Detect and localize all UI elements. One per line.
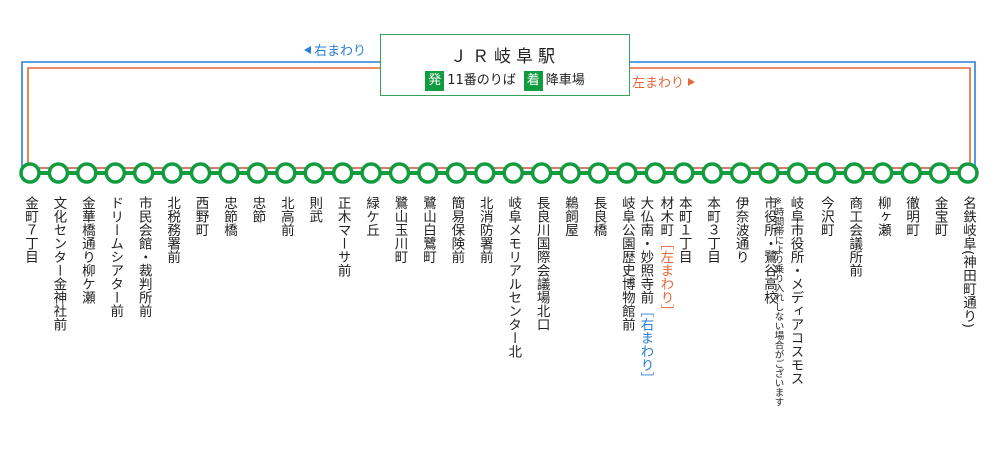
stop-circle bbox=[76, 162, 98, 184]
stop-name: 長良川国際会議場北口 bbox=[533, 196, 550, 331]
depart-text: 11番のりば bbox=[447, 73, 516, 88]
stop-circle bbox=[445, 162, 468, 184]
stop-circle bbox=[815, 162, 837, 184]
stop-circle bbox=[47, 162, 70, 184]
stop-circle bbox=[871, 162, 894, 184]
arrow-left-icon bbox=[304, 45, 311, 54]
stop-name: 金華橋通り柳ケ瀬 bbox=[78, 196, 95, 304]
stop-circle bbox=[474, 162, 496, 184]
stop-name: 文化センター金神社前 bbox=[50, 196, 67, 331]
terminal-title: ＪＲ岐阜駅 bbox=[450, 47, 560, 67]
stop-name: 本町３丁目 bbox=[704, 196, 721, 264]
stop-circle bbox=[616, 162, 638, 184]
depart-badge: 発 bbox=[425, 71, 445, 91]
stop-circle bbox=[701, 162, 723, 184]
stop-circle bbox=[104, 162, 127, 184]
stop-circle bbox=[502, 162, 524, 184]
stop-circle bbox=[246, 162, 269, 184]
stop-name: 徹明町 bbox=[903, 196, 920, 237]
counterclockwise-label: 左まわり bbox=[632, 72, 696, 91]
counterclockwise-text: 左まわり bbox=[632, 76, 685, 91]
stop-circle bbox=[559, 162, 581, 184]
stop-circle bbox=[132, 162, 155, 184]
stop-name: 北消防署前 bbox=[476, 196, 493, 264]
clockwise-tag: ［右まわり］ bbox=[637, 304, 654, 385]
arrive-badge: 着 bbox=[523, 71, 543, 91]
stop-name: 正木マーサ前 bbox=[334, 196, 351, 277]
stop-name: 商工会議所前 bbox=[846, 196, 863, 277]
stop-name: ドリームシアター前 bbox=[107, 196, 124, 318]
stop-name: 鷺山玉川町 bbox=[391, 196, 408, 264]
stop-circle bbox=[928, 162, 951, 184]
stop-name: 岐阜メモリアルセンター北 bbox=[505, 196, 522, 358]
stop-name: 金宝町 bbox=[931, 196, 948, 237]
stop-name: 本町１丁目 bbox=[675, 196, 692, 264]
arrival-info: 着降車場 bbox=[523, 69, 585, 91]
stop-circle bbox=[786, 162, 809, 184]
stop-circle bbox=[758, 162, 780, 184]
stop-circle bbox=[673, 162, 695, 184]
stop-circle bbox=[417, 162, 439, 184]
stop-circle bbox=[19, 162, 41, 184]
stop-name: 北税務署前 bbox=[164, 196, 181, 264]
stop-circle bbox=[360, 162, 382, 184]
stop-name: 岐阜市役所・メディアコスモス bbox=[787, 196, 804, 385]
stop-name: 今沢町 bbox=[817, 196, 834, 237]
stop-note: ※時間帯により乗り入れしない場合がございます bbox=[772, 196, 784, 407]
stop-name-alt: 大仏南・妙照寺前［右まわり］ bbox=[637, 196, 654, 385]
arrow-right-icon bbox=[688, 77, 696, 86]
stop-name: 市役所・鷺谷高校 bbox=[761, 196, 778, 304]
stop-circle bbox=[303, 162, 325, 184]
stop-name: 長良橋 bbox=[590, 196, 607, 237]
stop-name: 則武 bbox=[306, 196, 323, 223]
stop-name: 北高前 bbox=[277, 196, 294, 237]
stop-name: 鷺山白鷺町 bbox=[419, 196, 436, 264]
stop-circle bbox=[900, 162, 922, 184]
counterclockwise-route-line bbox=[27, 67, 971, 169]
stop-name: 西野町 bbox=[192, 196, 209, 237]
stop-name: 鵜飼屋 bbox=[562, 196, 579, 237]
stop-circle bbox=[957, 162, 979, 184]
stop-name: 忠節橋 bbox=[220, 196, 237, 237]
stop-name: 名鉄岐阜(神田町通り) bbox=[960, 196, 976, 329]
stop-circles bbox=[19, 162, 979, 184]
stop-circle bbox=[218, 162, 240, 184]
stop-circle bbox=[161, 162, 183, 184]
stop-name: 簡易保険前 bbox=[448, 196, 465, 264]
stop-circle bbox=[587, 162, 610, 184]
stop-circle bbox=[530, 162, 553, 184]
stop-circle bbox=[843, 162, 866, 184]
stop-circle bbox=[275, 162, 297, 184]
stop-circle bbox=[729, 162, 752, 184]
stop-circle bbox=[189, 162, 212, 184]
stop-name: 緑ケ丘 bbox=[363, 196, 380, 237]
stop-name: 市民会館・裁判所前 bbox=[135, 196, 152, 318]
stop-circle bbox=[388, 162, 411, 184]
arrive-text: 降車場 bbox=[545, 73, 585, 88]
clockwise-label: 右まわり bbox=[303, 40, 366, 59]
stop-circle bbox=[644, 162, 667, 184]
stop-circle bbox=[331, 162, 354, 184]
stop-name: 忠節 bbox=[249, 196, 266, 223]
stop-name: 岐阜公園歴史博物館前 bbox=[618, 196, 635, 331]
stop-name: 材木町［左まわり］ bbox=[657, 196, 674, 318]
stop-name: 金町７丁目 bbox=[22, 196, 38, 264]
clockwise-text: 右まわり bbox=[314, 44, 367, 59]
counterclockwise-tag: ［左まわり］ bbox=[657, 236, 674, 318]
stop-name: 伊奈波通り bbox=[732, 196, 749, 264]
stop-name: 柳ヶ瀬 bbox=[874, 196, 891, 237]
